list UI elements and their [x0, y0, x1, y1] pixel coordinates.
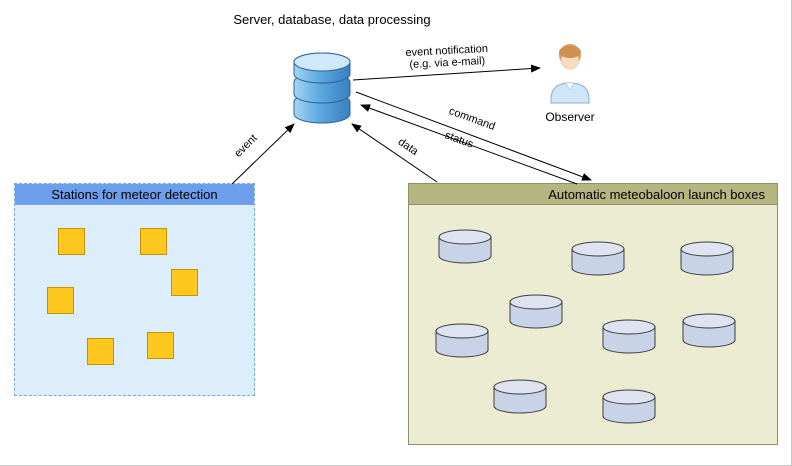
stations-box-header: Stations for meteor detection — [15, 184, 254, 205]
stations-box: Stations for meteor detection — [14, 183, 255, 396]
launch-box-cylinder — [602, 389, 656, 425]
launch-box-cylinder — [509, 294, 563, 330]
station-square — [58, 228, 85, 255]
station-square — [147, 332, 174, 359]
launchboxes-box: Automatic meteobaloon launch boxes — [408, 183, 778, 445]
stations-box-title: Stations for meteor detection — [51, 186, 218, 202]
launchboxes-box-title: Automatic meteobaloon launch boxes — [548, 186, 765, 202]
event-arrow-label: event — [232, 132, 260, 160]
launch-box-cylinder — [438, 229, 492, 265]
launch-box-cylinder — [602, 319, 656, 355]
station-square — [47, 287, 74, 314]
observer-icon — [546, 42, 594, 104]
launch-box-cylinder — [493, 379, 547, 415]
server-database-icon — [291, 52, 353, 126]
status-arrow-label: status — [443, 129, 475, 151]
data-arrow-label: data — [395, 136, 421, 158]
station-square — [87, 338, 114, 365]
station-square — [140, 228, 167, 255]
notification-arrow — [352, 64, 541, 81]
notification-arrow-label: event notification (e.g. via e-mail) — [388, 42, 505, 72]
launch-box-cylinder — [680, 241, 734, 277]
launch-box-cylinder — [435, 323, 489, 359]
server-label: Server, database, data processing — [233, 12, 431, 27]
launchboxes-box-header: Automatic meteobaloon launch boxes — [409, 184, 777, 205]
launch-box-cylinder — [682, 313, 736, 349]
observer-label: Observer — [545, 110, 595, 124]
station-square — [171, 269, 198, 296]
launch-box-cylinder — [571, 241, 625, 277]
